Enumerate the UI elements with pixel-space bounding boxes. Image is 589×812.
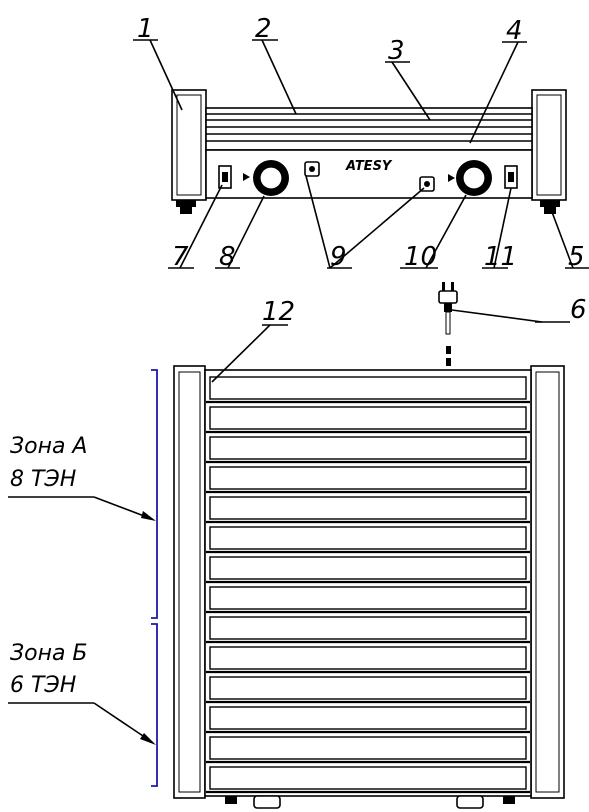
roller-bar [209, 376, 527, 400]
feet-front [176, 200, 560, 214]
roller-bar [209, 556, 527, 580]
callout-numbers: 1 2 3 4 5 6 7 8 9 10 11 12 [137, 14, 587, 327]
zone-a-name: Зона А [10, 434, 87, 459]
zone-a-bracket [151, 369, 158, 619]
rollers-front [205, 107, 533, 151]
callout-10: 10 [404, 242, 437, 272]
zone-labels: Зона А 8 ТЭН Зона Б 6 ТЭН [10, 434, 88, 698]
zone-brackets [8, 369, 158, 787]
callout-1: 1 [137, 14, 154, 44]
roller-bar [209, 646, 527, 670]
callout-4: 4 [506, 16, 523, 46]
zone-b-bracket [151, 623, 158, 787]
callout-12: 12 [262, 297, 295, 327]
roller-bar [209, 736, 527, 760]
callout-5: 5 [568, 242, 585, 272]
front-view: ATESY [171, 89, 567, 214]
brand-logo: ATESY [345, 159, 393, 174]
roller-bar [209, 616, 527, 640]
roller-bar [209, 676, 527, 700]
callout-11: 11 [484, 242, 517, 272]
zone-a-heaters: 8 ТЭН [10, 467, 76, 492]
roller-bar [209, 466, 527, 490]
callout-leaders-top [133, 39, 589, 269]
roller-bar [209, 436, 527, 460]
zone-b-name: Зона Б [10, 641, 88, 666]
power-plug [438, 282, 570, 366]
callout-7: 7 [172, 242, 189, 272]
roller-bar [209, 526, 527, 550]
top-view [173, 324, 565, 809]
roller-bar [209, 406, 527, 430]
roller-bar [209, 766, 527, 790]
zone-b-heaters: 6 ТЭН [10, 673, 76, 698]
knob-left [243, 160, 289, 196]
left-end-cap [171, 89, 207, 201]
callout-6: 6 [570, 295, 587, 325]
callout-8: 8 [219, 242, 236, 272]
knob-right [448, 160, 492, 196]
roller-bar [209, 706, 527, 730]
callout-3: 3 [388, 36, 405, 66]
callout-9: 9 [330, 242, 347, 272]
callout-2: 2 [255, 14, 272, 44]
roller-bar [209, 496, 527, 520]
roller-bar [209, 586, 527, 610]
rollers-top [206, 376, 530, 794]
